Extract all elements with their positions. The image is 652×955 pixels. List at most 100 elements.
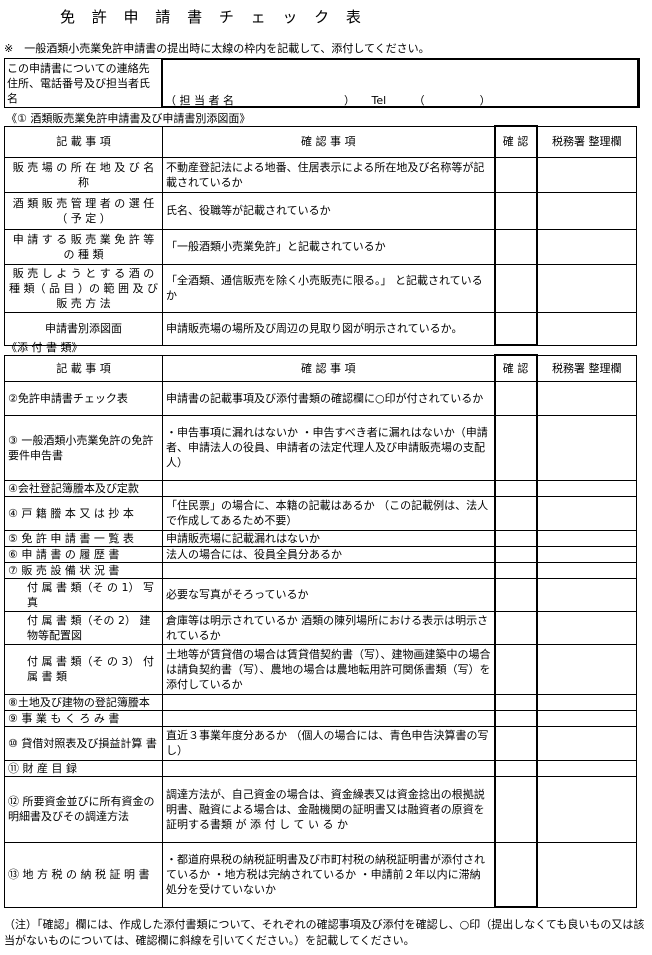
confirm-cell[interactable]: [493, 479, 538, 497]
table-header-row: 記 載 事 項 確 認 事 項 確 認 税務署 整理欄: [4, 125, 637, 158]
row-item: ⑦ 販 売 設 備 状 況 書: [4, 561, 163, 579]
office-cell: [536, 775, 637, 843]
header-office: 税務署 整理欄: [536, 354, 637, 382]
row-check: 申請書の記載事項及び添付書類の確認欄に○印が付されているか: [162, 380, 495, 416]
row-item: ⑩ 貸借対照表及び損益計算 書: [4, 725, 163, 761]
office-cell: [536, 693, 637, 711]
row-item: ⑪ 財 産 目 録: [4, 759, 163, 777]
confirm-cell[interactable]: [493, 545, 538, 563]
table-row: 申 請 す る 販 売 業 免 許 等 の 種 類 「一般酒類小売業免許」と記載…: [4, 228, 637, 265]
table-row: ⑧土地及び建物の登記簿謄本: [4, 693, 637, 711]
row-check: [162, 693, 495, 711]
confirm-cell[interactable]: [493, 759, 538, 777]
table-row: 販 売 し よ う と す る 酒 の 種 類（ 品 目 ）の 範 囲 及 び …: [4, 263, 637, 313]
row-check: 申請販売場に記載漏れはないか: [162, 529, 495, 547]
row-check: 不動産登記法による地番、住居表示による所在地及び名称等が記載されているか: [162, 156, 495, 193]
header-confirm: 確 認: [493, 354, 538, 382]
row-check: 氏名、役職等が記載されているか: [162, 191, 495, 230]
row-check: [162, 561, 495, 579]
header-confirm: 確 認: [493, 125, 538, 158]
submission-notice: ※ 一般酒類小売業免許申請書の提出時に太線の枠内を記載して、添付してください。: [4, 42, 430, 55]
table-row: ⑫ 所要資金並びに所有資金の明細書及びその調達方法 調達方法が、自己資金の場合は…: [4, 775, 637, 843]
office-cell: [536, 561, 637, 579]
row-item: ⑧土地及び建物の登記簿謄本: [4, 693, 163, 711]
row-check: ・申告事項に漏れはないか ・申告すべき者に漏れはないか（申請者、申請法人の役員、…: [162, 414, 495, 481]
row-item: ⑥ 申 請 書 の 履 歴 書: [4, 545, 163, 563]
confirm-cell[interactable]: [493, 380, 538, 416]
row-item: 酒 類 販 売 管 理 者 の 選 任（ 予 定 ）: [4, 191, 163, 230]
confirm-cell[interactable]: [493, 561, 538, 579]
office-cell: [536, 545, 637, 563]
confirm-cell[interactable]: [493, 311, 538, 346]
row-item: ⑬ 地 方 税 の 納 税 証 明 書: [4, 841, 163, 908]
table-row: ⑤ 免 許 申 請 書 一 覧 表 申請販売場に記載漏れはないか: [4, 529, 637, 547]
row-check: 「全酒類、通信販売を除く小売販売に限る。」 と記載されているか: [162, 263, 495, 313]
table-row: ⑥ 申 請 書 の 履 歴 書 法人の場合には、役員全員分あるか: [4, 545, 637, 563]
table-row: 付 属 書 類（その 2） 建物等配置図 倉庫等は明示されているか 酒類の陳列場…: [4, 610, 637, 645]
row-item: ②免許申請書チェック表: [4, 380, 163, 416]
section1-table: 記 載 事 項 確 認 事 項 確 認 税務署 整理欄 販 売 場 の 所 在 …: [4, 125, 637, 346]
table-row: 付 属 書 類（そ の 1） 写 真 必要な写真がそろっているか: [4, 577, 637, 612]
confirm-cell[interactable]: [493, 709, 538, 727]
table-row: ⑩ 貸借対照表及び損益計算 書 直近３事業年度分あるか （個人の場合には、青色申…: [4, 725, 637, 761]
office-cell: [536, 643, 637, 695]
contact-entry-field[interactable]: [161, 58, 640, 108]
contact-label: この申請書についての連絡先住所、電話番号及び担当者氏名: [7, 62, 150, 105]
row-item: 付 属 書 類（その 2） 建物等配置図: [4, 610, 163, 645]
confirm-cell[interactable]: [493, 156, 538, 193]
office-cell: [536, 610, 637, 645]
row-check: 直近３事業年度分あるか （個人の場合には、青色申告決算書の写し）: [162, 725, 495, 761]
confirm-cell[interactable]: [493, 263, 538, 313]
row-check: 土地等が賃貸借の場合は賃貸借契約書（写）、建物画建築中の場合は請負契約書（写）、…: [162, 643, 495, 695]
table-row: ⑪ 財 産 目 録: [4, 759, 637, 777]
office-cell: [536, 529, 637, 547]
row-item: 申 請 す る 販 売 業 免 許 等 の 種 類: [4, 228, 163, 265]
confirm-cell[interactable]: [493, 228, 538, 265]
table-row: ④ 戸 籍 謄 本 又 は 抄 本 「住民票」の場合に、本籍の記載はあるか （こ…: [4, 495, 637, 531]
header-check: 確 認 事 項: [162, 125, 495, 158]
row-item: ③ 一般酒類小売業免許の免許要件申告書: [4, 414, 163, 481]
row-check: 「一般酒類小売業免許」と記載されているか: [162, 228, 495, 265]
table-row: ③ 一般酒類小売業免許の免許要件申告書 ・申告事項に漏れはないか ・申告すべき者…: [4, 414, 637, 481]
confirm-cell[interactable]: [493, 191, 538, 230]
row-item: 販 売 し よ う と す る 酒 の 種 類（ 品 目 ）の 範 囲 及 び …: [4, 263, 163, 313]
table-row: ⑬ 地 方 税 の 納 税 証 明 書 ・都道府県税の納税証明書及び市町村税の納…: [4, 841, 637, 908]
row-item: 付 属 書 類（そ の 1） 写 真: [4, 577, 163, 612]
section2-heading: 《添 付 書 類》: [6, 341, 83, 354]
office-cell: [536, 841, 637, 908]
confirm-cell[interactable]: [493, 841, 538, 908]
office-cell: [536, 263, 637, 313]
table-row: 酒 類 販 売 管 理 者 の 選 任（ 予 定 ） 氏名、役職等が記載されてい…: [4, 191, 637, 230]
table-row: 付 属 書 類（そ の 3） 付 属 書 類 土地等が賃貸借の場合は賃貸借契約書…: [4, 643, 637, 695]
confirm-cell[interactable]: [493, 414, 538, 481]
table-row: ②免許申請書チェック表 申請書の記載事項及び添付書類の確認欄に○印が付されている…: [4, 380, 637, 416]
row-check: 「住民票」の場合に、本籍の記載はあるか （この記載例は、法人で作成してあるため不…: [162, 495, 495, 531]
header-office: 税務署 整理欄: [536, 125, 637, 158]
confirm-cell[interactable]: [493, 643, 538, 695]
table-row: 販 売 場 の 所 在 地 及 び 名 称 不動産登記法による地番、住居表示によ…: [4, 156, 637, 193]
table-header-row: 記 載 事 項 確 認 事 項 確 認 税務署 整理欄: [4, 354, 637, 382]
row-check: [162, 759, 495, 777]
office-cell: [536, 414, 637, 481]
footnote: （注）「確認」欄には、作成した添付書類について、それぞれの確認事項及び添付を確認…: [4, 918, 645, 947]
header-item: 記 載 事 項: [4, 125, 163, 158]
row-item: ⑤ 免 許 申 請 書 一 覧 表: [4, 529, 163, 547]
row-check: 倉庫等は明示されているか 酒類の陳列場所における表示は明示されているか: [162, 610, 495, 645]
office-cell: [536, 311, 637, 346]
confirm-cell[interactable]: [493, 610, 538, 645]
row-item: 付 属 書 類（そ の 3） 付 属 書 類: [4, 643, 163, 695]
confirm-cell[interactable]: [493, 577, 538, 612]
section2-table: 記 載 事 項 確 認 事 項 確 認 税務署 整理欄 ②免許申請書チェック表 …: [4, 354, 637, 908]
confirm-cell[interactable]: [493, 775, 538, 843]
row-check: 調達方法が、自己資金の場合は、資金繰表又は資金捻出の根拠説明書、融資による場合は…: [162, 775, 495, 843]
contact-box: この申請書についての連絡先住所、電話番号及び担当者氏名 （ 担 当 者 名 ） …: [4, 58, 640, 108]
office-cell: [536, 479, 637, 497]
confirm-cell[interactable]: [493, 529, 538, 547]
confirm-cell[interactable]: [493, 693, 538, 711]
office-cell: [536, 709, 637, 727]
office-cell: [536, 495, 637, 531]
table-row: 申請書別添図面 申請販売場の場所及び周辺の見取り図が明示されているか。: [4, 311, 637, 346]
confirm-cell[interactable]: [493, 725, 538, 761]
confirm-cell[interactable]: [493, 495, 538, 531]
row-item: 申請書別添図面: [4, 311, 163, 346]
